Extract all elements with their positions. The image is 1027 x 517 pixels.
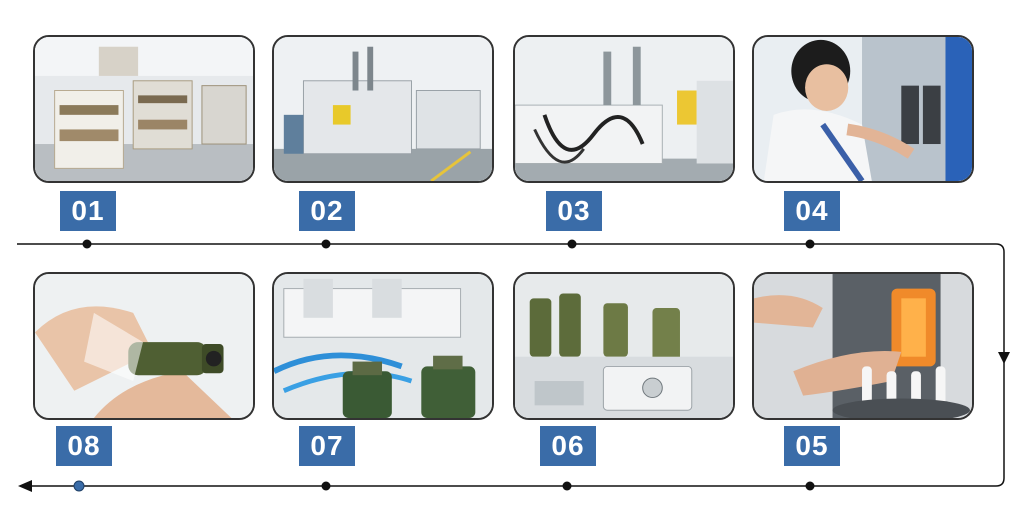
timeline-dot — [567, 239, 577, 249]
step-08-photo — [33, 272, 255, 420]
step-number-badge: 05 — [784, 426, 840, 466]
step-number-badge: 02 — [299, 191, 355, 231]
step-number-badge: 08 — [56, 426, 112, 466]
step-number-badge: 03 — [546, 191, 602, 231]
step-number-badge: 07 — [299, 426, 355, 466]
step-number-badge: 04 — [784, 191, 840, 231]
timeline-dot — [805, 481, 815, 491]
step-07-photo — [272, 272, 494, 420]
step-number-badge: 01 — [60, 191, 116, 231]
timeline-start-dot — [73, 480, 85, 492]
timeline-dot — [321, 239, 331, 249]
step-03-photo — [513, 35, 735, 183]
timeline-dot — [82, 239, 92, 249]
step-04-photo — [752, 35, 974, 183]
timeline-dot — [805, 239, 815, 249]
flow-arrow-down-icon — [998, 352, 1010, 364]
timeline-dot — [562, 481, 572, 491]
step-number-badge: 06 — [540, 426, 596, 466]
timeline-dot — [321, 481, 331, 491]
step-01-photo — [33, 35, 255, 183]
flow-arrow-left-icon — [18, 480, 32, 492]
step-06-photo — [513, 272, 735, 420]
step-02-photo — [272, 35, 494, 183]
step-05-photo — [752, 272, 974, 420]
